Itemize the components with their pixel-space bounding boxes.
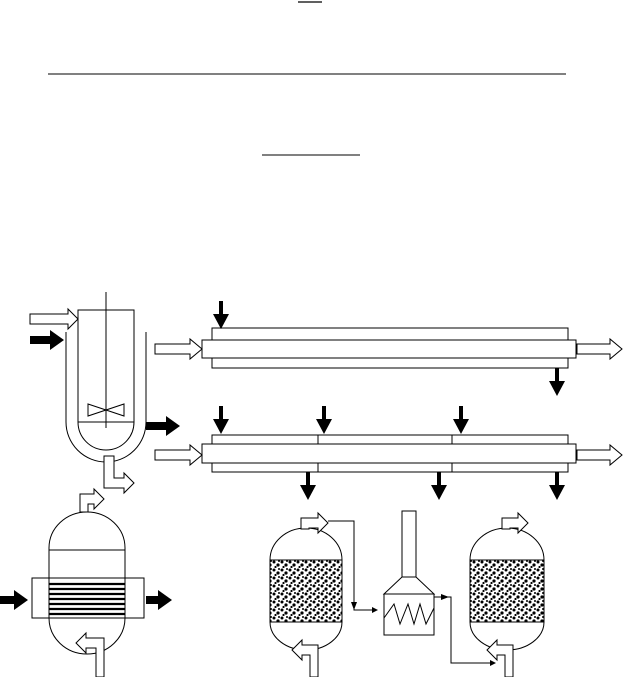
feed-hollow-arrow-icon bbox=[29, 307, 79, 331]
flow-arrow-icon bbox=[490, 660, 496, 666]
jacket-upper bbox=[211, 327, 569, 341]
product-outlet-arrow-icon bbox=[300, 511, 329, 535]
reaction-tube bbox=[201, 443, 577, 464]
flow-arrow-icon bbox=[441, 594, 449, 600]
coolant-out-arrow-icon bbox=[146, 416, 180, 436]
product-outlet-arrow-icon bbox=[79, 487, 105, 513]
coolant-in-arrow-icon bbox=[0, 590, 28, 610]
tubular-reactor-single-feed bbox=[154, 301, 623, 396]
coolant-in-arrow-icon bbox=[453, 406, 469, 434]
coolant-in-arrow-icon bbox=[213, 406, 229, 434]
impeller-icon bbox=[87, 403, 125, 417]
header-rules bbox=[48, 1, 566, 156]
product-outlet-arrow-icon bbox=[501, 511, 529, 535]
coolant-out-arrow-icon bbox=[300, 472, 316, 500]
feed-inlet-arrow-icon bbox=[291, 638, 319, 677]
heating-coil-icon bbox=[383, 602, 435, 626]
heater-stack bbox=[401, 510, 417, 578]
tube-bundle-heat-exchanger-reactor bbox=[0, 487, 172, 677]
jacket-lower bbox=[211, 462, 569, 473]
coolant-in-arrow-icon bbox=[30, 330, 64, 350]
coolant-out-arrow-icon bbox=[549, 368, 565, 396]
catalyst-bed bbox=[469, 559, 545, 623]
coolant-out-arrow-icon bbox=[431, 472, 447, 500]
flow-arrow-icon bbox=[372, 607, 378, 613]
product-outlet-arrow-icon bbox=[103, 455, 135, 495]
packed-bed-reactor-1 bbox=[269, 511, 343, 677]
process-line-1 bbox=[328, 520, 378, 613]
packed-bed-reactor-2 bbox=[469, 511, 545, 677]
coolant-out-arrow-icon bbox=[549, 472, 565, 500]
feed-inlet-arrow-icon bbox=[75, 631, 105, 677]
process-line-2 bbox=[434, 594, 496, 666]
heater bbox=[382, 510, 436, 636]
vessel-outline bbox=[77, 309, 135, 451]
coolant-in-arrow-icon bbox=[213, 301, 229, 329]
tube-inlet-arrow-icon bbox=[154, 443, 203, 467]
flow-arrow-icon bbox=[351, 602, 357, 610]
jacket-upper bbox=[211, 434, 569, 445]
stirred-tank-reactor bbox=[29, 292, 180, 495]
feed-inlet-arrow-icon bbox=[486, 638, 514, 677]
tube-outlet-arrow-icon bbox=[576, 337, 623, 361]
catalyst-bed bbox=[269, 559, 343, 623]
tubular-reactor-multi-feed bbox=[154, 406, 623, 500]
jacket-lower bbox=[211, 357, 569, 369]
tube-outlet-arrow-icon bbox=[576, 443, 623, 467]
tube-bundle bbox=[49, 582, 125, 616]
coolant-out-arrow-icon bbox=[146, 590, 172, 610]
tube-inlet-arrow-icon bbox=[154, 337, 203, 361]
coolant-in-arrow-icon bbox=[316, 406, 332, 434]
reaction-tube bbox=[201, 339, 577, 359]
heater-hood bbox=[382, 576, 436, 595]
heater-box bbox=[383, 593, 435, 636]
